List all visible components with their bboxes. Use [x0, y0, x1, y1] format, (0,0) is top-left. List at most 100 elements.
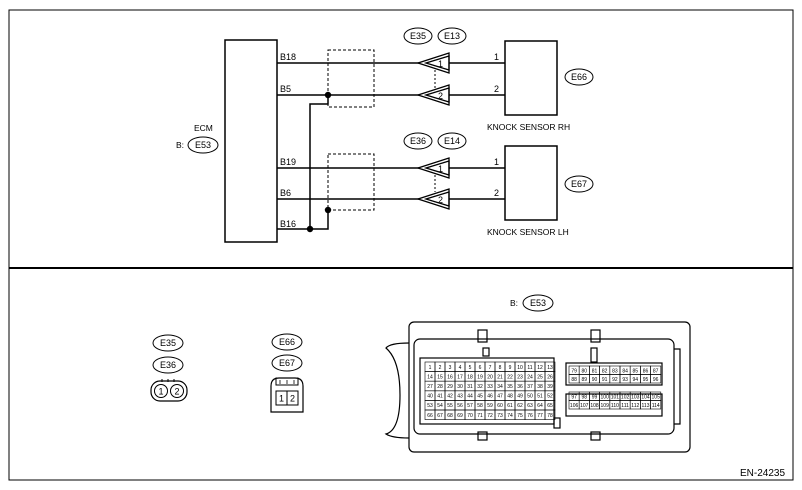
ecm-pin-number: 109 — [601, 403, 610, 409]
ecm-pin-number: 22 — [507, 374, 513, 380]
ecm-pin-number: 78 — [547, 413, 553, 419]
ecm-pin-number: 62 — [517, 403, 523, 409]
knock-rh-pin-2: 2 — [494, 84, 499, 94]
joint-connector-lh: E36 E14 1 2 — [403, 132, 467, 210]
ecm-pin-number: 110 — [611, 403, 619, 409]
ecm-pin-number: 63 — [527, 403, 533, 409]
ecm-conn-label: E53 — [530, 298, 546, 308]
ecm-pin-number: 94 — [633, 377, 639, 383]
ecm-pin-number: 55 — [447, 403, 453, 409]
ecm-pin-number: 88 — [571, 377, 577, 383]
wire-b16-shield-lh — [310, 210, 329, 230]
ecm-pin-number: 92 — [612, 377, 618, 383]
ecm-pin-number: 32 — [477, 384, 483, 390]
ecm-pin-number: 79 — [571, 368, 577, 374]
ecm-pin-number: 50 — [527, 394, 533, 400]
conn-a-top-badge — [152, 334, 184, 352]
ecm-pin-number: 58 — [477, 403, 483, 409]
wires — [277, 62, 505, 230]
ecm-pin-number: 91 — [602, 377, 608, 383]
ecm-pin-number: 28 — [437, 384, 443, 390]
ecm-pin-number: 95 — [643, 377, 649, 383]
ecm-pin-number: 60 — [497, 403, 503, 409]
ecm-pin-number: 13 — [547, 365, 553, 371]
ecm-pin-number: 4 — [459, 365, 462, 371]
ecm-pin-number: 97 — [571, 394, 577, 400]
ecm-pin-b16: B16 — [280, 219, 296, 229]
reference-code: EN-24235 — [740, 468, 785, 479]
joint-rh-b-label: E13 — [444, 31, 460, 41]
ecm-pin-number: 102 — [621, 394, 630, 400]
ecm-pin-number: 69 — [457, 413, 463, 419]
ecm-pin-number: 31 — [467, 384, 473, 390]
shield-lh — [327, 153, 375, 211]
ecm-pin-number: 96 — [653, 377, 659, 383]
knock-sensor-rh: 1 2 E66 KNOCK SENSOR RH — [487, 40, 594, 132]
conn-a-bottom-label: E36 — [160, 360, 176, 370]
ecm-pin-number: 16 — [447, 374, 453, 380]
ecm-pin-number: 15 — [437, 374, 443, 380]
knock-lh-pin-2: 2 — [494, 188, 499, 198]
ecm-pin-number: 75 — [517, 413, 523, 419]
ecm-pin-number: 113 — [642, 403, 650, 409]
ecm-pin-number: 23 — [517, 374, 523, 380]
ecm-pin-number: 73 — [497, 413, 503, 419]
ecm-pin-number: 100 — [601, 394, 610, 400]
ecm-pin-number: 59 — [487, 403, 493, 409]
ecm-pin-number: 80 — [582, 368, 588, 374]
ecm-pin-number: 66 — [427, 413, 433, 419]
ecm-pin-number: 52 — [547, 394, 553, 400]
ecm-pin-number: 98 — [582, 394, 588, 400]
ecm-pin-number: 6 — [479, 365, 482, 371]
joint-rh-b-badge — [437, 27, 467, 45]
joint-rh-a-label: E35 — [410, 31, 426, 41]
conn-a-pin-2: 2 — [174, 387, 179, 397]
ecm-pin-number: 103 — [631, 394, 640, 400]
ecm-pin-number: 106 — [570, 403, 579, 409]
ecm-pin-number: 45 — [477, 394, 483, 400]
ecm-pin-b6: B6 — [280, 188, 291, 198]
ecm-pin-number: 36 — [517, 384, 523, 390]
ecm-pin-number: 54 — [437, 403, 443, 409]
ecm-pin-number: 90 — [592, 377, 598, 383]
ecm-pin-number: 81 — [592, 368, 598, 374]
ecm-pin-number: 68 — [447, 413, 453, 419]
ecm-pin-number: 111 — [621, 403, 629, 409]
ecm-pin-number: 39 — [547, 384, 553, 390]
ecm-pin-number: 41 — [437, 394, 443, 400]
ecm-pin-b19: B19 — [280, 157, 296, 167]
conn-a-pin-1: 1 — [158, 387, 163, 397]
ecm-pin-cell — [650, 400, 662, 410]
ecm-pin-number: 5 — [469, 365, 472, 371]
joint-lh-a-label: E36 — [410, 136, 426, 146]
ecm-pin-number: 2 — [439, 365, 442, 371]
ecm-pin-number: 71 — [477, 413, 483, 419]
joint-lh-pin-2: 2 — [438, 195, 443, 205]
conn-b-bottom-label: E67 — [279, 358, 295, 368]
knock-rh-pin-1: 1 — [494, 52, 499, 62]
ecm-pin-number: 40 — [427, 394, 433, 400]
knock-lh-pin-1: 1 — [494, 157, 499, 167]
ecm-pin-number: 56 — [457, 403, 463, 409]
ecm-pin-number: 70 — [467, 413, 473, 419]
knock-lh-connector-label: E67 — [571, 179, 587, 189]
outer-frame — [8, 9, 794, 481]
ecm-pin-number: 1 — [429, 365, 432, 371]
conn-b-top-label: E66 — [279, 337, 295, 347]
joint-lh-pin-1: 1 — [438, 164, 443, 174]
ecm-pin-number: 11 — [527, 365, 532, 371]
ecm-pin-number: 35 — [507, 384, 513, 390]
ecm-pin-number: 33 — [487, 384, 493, 390]
ecm-pin-number: 17 — [457, 374, 463, 380]
ecm-connector-housing — [384, 321, 691, 453]
ecm-pin-number: 9 — [509, 365, 512, 371]
ecm-pin-number: 29 — [447, 384, 453, 390]
ecm-pin-number: 57 — [467, 403, 473, 409]
ecm-pin-number: 30 — [457, 384, 463, 390]
ecm-pin-number: 10 — [517, 365, 523, 371]
joint-lh-b-badge — [437, 132, 467, 150]
